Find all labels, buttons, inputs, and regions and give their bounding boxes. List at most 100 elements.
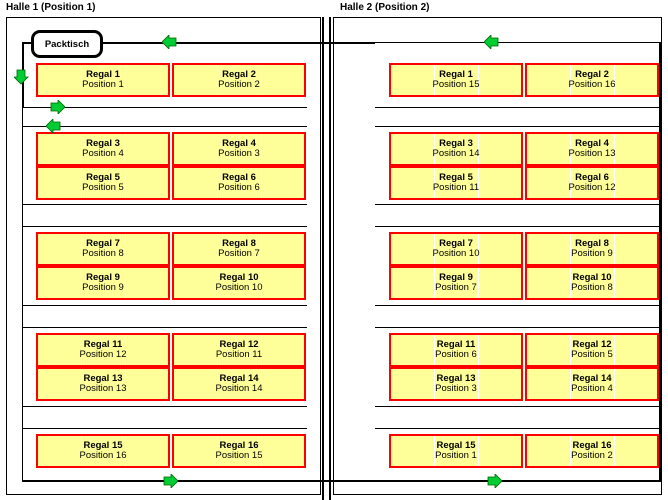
rack-position: Position 10 xyxy=(215,282,263,293)
hall1-aisle-channel-3 xyxy=(22,305,307,328)
packtisch-box[interactable]: Packtisch xyxy=(31,30,103,58)
rack-segment-divider xyxy=(570,65,572,95)
rack-position: Position 6 xyxy=(218,182,260,193)
rack-segment-divider xyxy=(260,436,262,466)
rack-segment-divider xyxy=(477,436,479,466)
rack-position: Position 5 xyxy=(82,182,124,193)
rack-segment-divider xyxy=(81,335,83,365)
rack-name: Regal 5 xyxy=(439,172,473,184)
rack-segment-divider xyxy=(260,268,262,298)
rack-position: Position 8 xyxy=(571,282,613,293)
hall-divider-line-left xyxy=(322,17,324,500)
rack-segment-divider xyxy=(613,335,615,365)
hall2-aisle-channel-2 xyxy=(375,204,660,227)
rack-segment-divider xyxy=(81,234,83,264)
rack-position: Position 8 xyxy=(82,248,124,259)
rack-position: Position 14 xyxy=(215,383,263,394)
rack-position: Position 7 xyxy=(218,248,260,259)
rack-name: Regal 3 xyxy=(439,138,473,150)
rack-position: Position 13 xyxy=(79,383,127,394)
rack-name: Regal 2 xyxy=(222,69,256,81)
rack-name: Regal 8 xyxy=(222,238,256,250)
path-hall2-right-drop xyxy=(660,42,662,481)
rack-name: Regal 8 xyxy=(575,238,609,250)
rack-segment-divider xyxy=(124,268,126,298)
rack-segment-divider xyxy=(217,168,219,198)
rack-name: Regal 11 xyxy=(436,339,476,351)
rack-segment-divider xyxy=(124,134,126,164)
rack-position: Position 10 xyxy=(432,248,480,259)
rack-name: Regal 5 xyxy=(86,172,120,184)
rack-position: Position 13 xyxy=(568,148,616,159)
rack-segment-divider xyxy=(434,234,436,264)
rack-position: Position 4 xyxy=(571,383,613,394)
rack-segment-divider xyxy=(477,134,479,164)
rack-position: Position 12 xyxy=(79,349,127,360)
rack-segment-divider xyxy=(613,168,615,198)
rack-name: Regal 3 xyxy=(86,138,120,150)
rack-segment-divider xyxy=(124,369,126,399)
rack-name: Regal 7 xyxy=(86,238,120,250)
rack-position: Position 11 xyxy=(215,349,263,360)
hall1-title: Halle 1 (Position 1) xyxy=(6,2,96,13)
rack-name: Regal 6 xyxy=(222,172,256,184)
rack-name: Regal 11 xyxy=(83,339,123,351)
rack-segment-divider xyxy=(217,335,219,365)
